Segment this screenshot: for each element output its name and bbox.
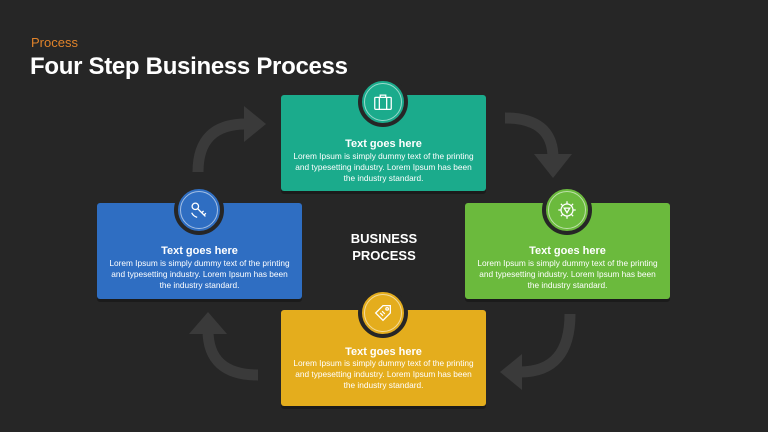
arrow-top-to-right xyxy=(504,112,559,159)
center-label-line2: PROCESS xyxy=(352,248,416,263)
step-badge-top xyxy=(358,77,408,127)
step-heading: Text goes here xyxy=(345,138,422,150)
slide-title: Four Step Business Process xyxy=(30,53,348,80)
arrow-bottom-to-left xyxy=(202,329,259,381)
briefcase-icon xyxy=(374,94,392,110)
center-label-line1: BUSINESS xyxy=(350,231,418,246)
arrowhead-top-to-right xyxy=(534,154,572,178)
arrowhead-left-to-top xyxy=(244,106,266,142)
step-heading: Text goes here xyxy=(529,245,606,257)
step-badge-right xyxy=(542,185,592,235)
step-badge-bottom xyxy=(358,288,408,338)
arrowhead-bottom-to-left xyxy=(189,312,227,334)
price-tag-icon xyxy=(374,305,391,322)
step-body: Lorem Ipsum is simply dummy text of the … xyxy=(293,358,474,391)
arrow-right-to-bottom xyxy=(519,313,576,378)
arrowhead-right-to-bottom xyxy=(500,354,522,390)
step-body: Lorem Ipsum is simply dummy text of the … xyxy=(477,258,658,291)
arrow-left-to-top xyxy=(192,118,247,173)
hand-key-icon xyxy=(191,202,207,218)
step-body: Lorem Ipsum is simply dummy text of the … xyxy=(109,258,290,291)
gear-icon xyxy=(558,201,576,219)
step-heading: Text goes here xyxy=(345,346,422,358)
center-label: BUSINESS PROCESS xyxy=(334,230,434,264)
step-heading: Text goes here xyxy=(161,245,238,257)
slide-eyebrow: Process xyxy=(31,35,78,50)
step-badge-left xyxy=(174,185,224,235)
step-body: Lorem Ipsum is simply dummy text of the … xyxy=(293,151,474,184)
